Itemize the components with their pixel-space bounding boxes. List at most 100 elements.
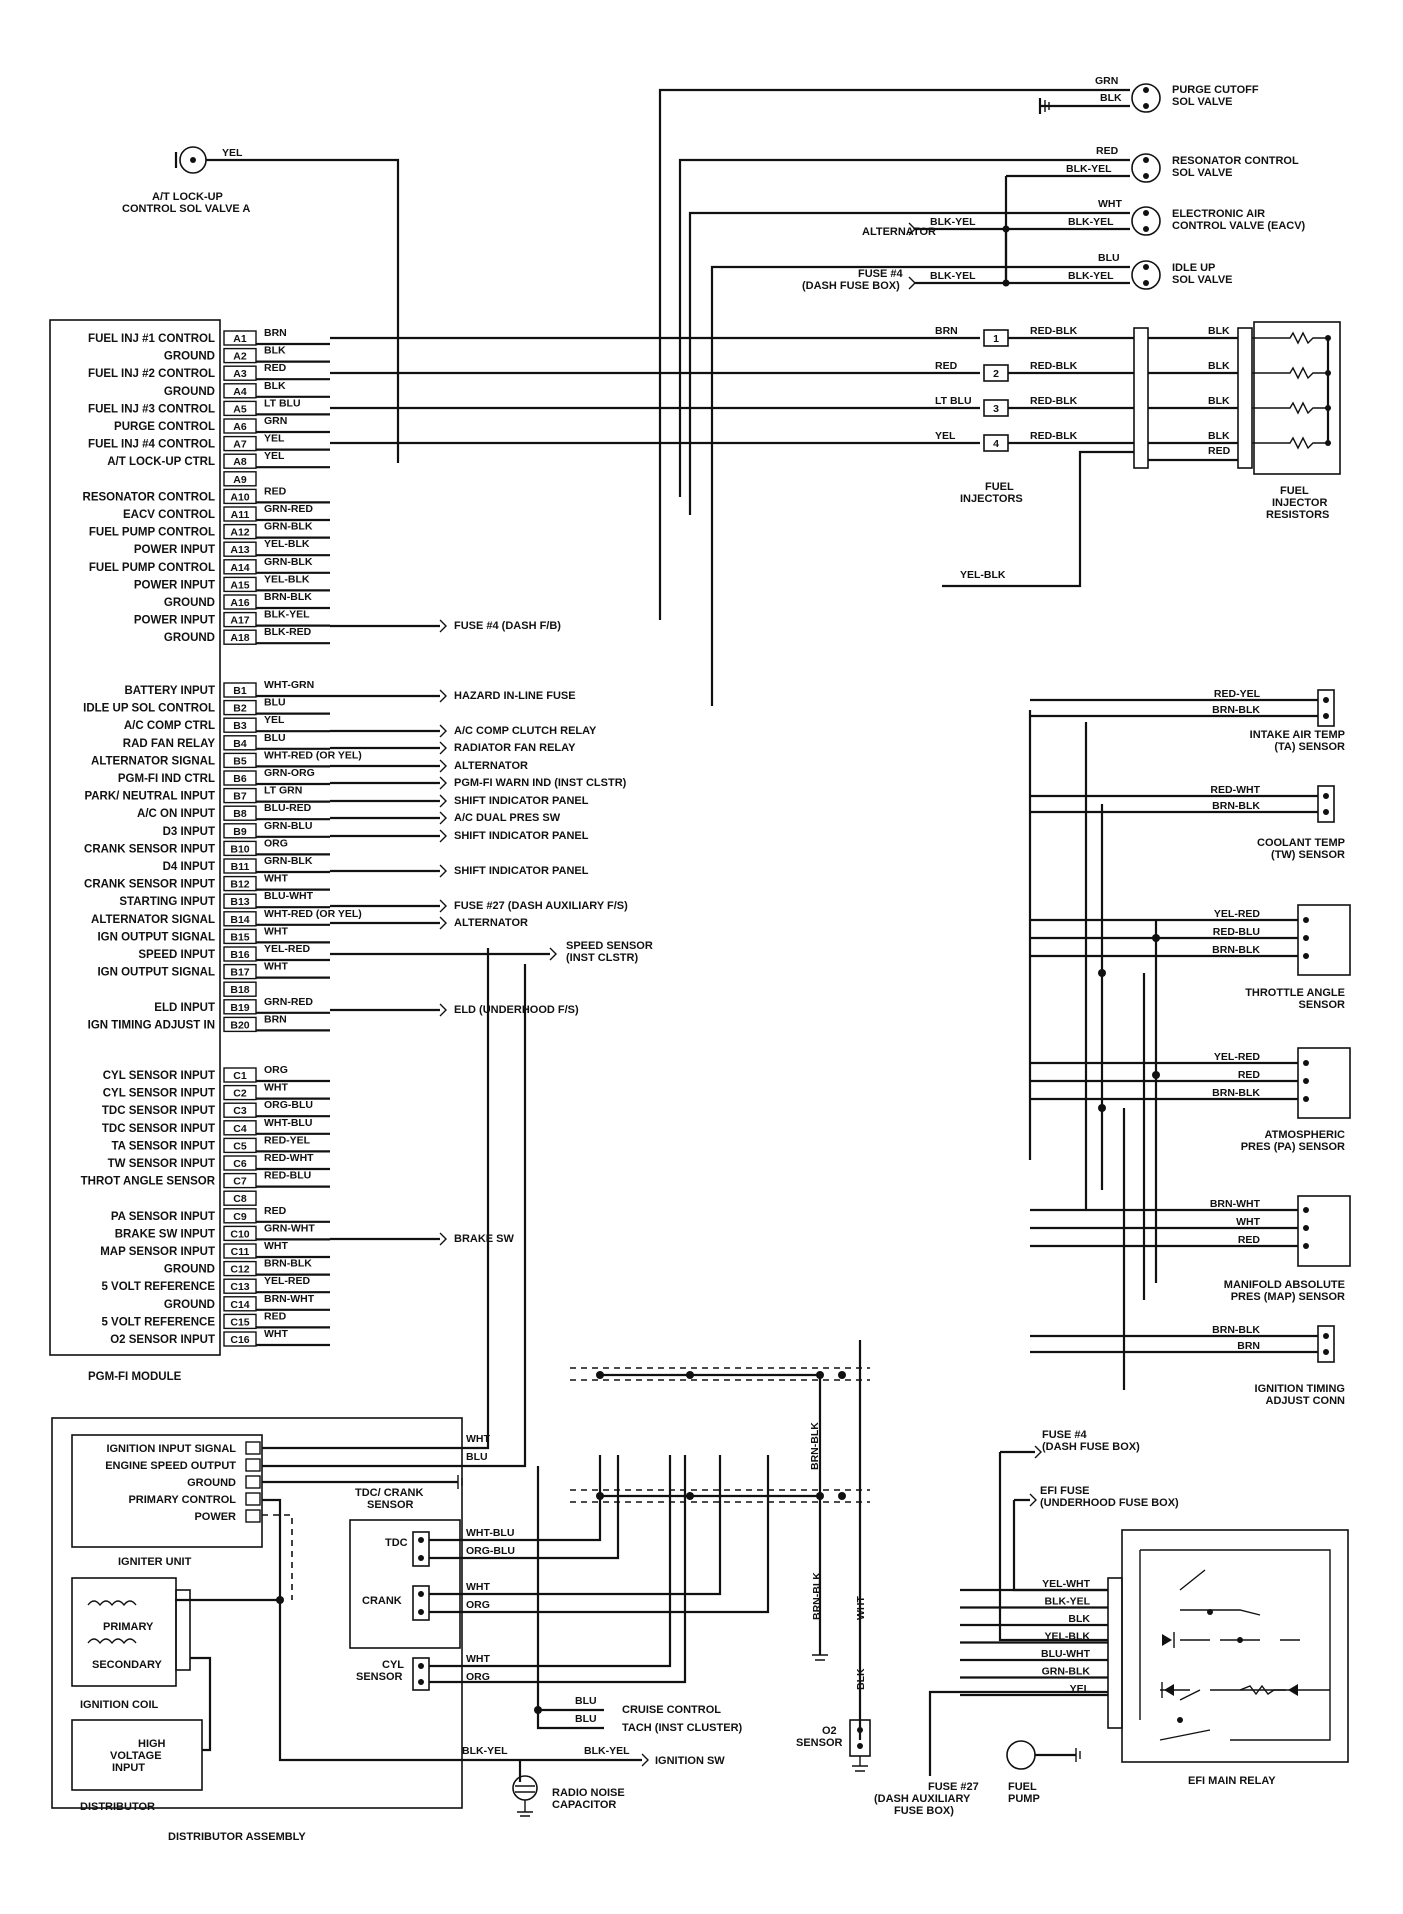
- pin-id: A6: [233, 421, 247, 433]
- svg-text:WHT: WHT: [466, 1653, 490, 1665]
- idle-up-sol-valve: BLU BLK-YEL BLK-YEL FUSE #4 (DASH FUSE B…: [710, 225, 1233, 706]
- pin-box: [223, 699, 257, 716]
- pin-box: [223, 1331, 257, 1347]
- wire-color-label: BLK: [1208, 360, 1230, 372]
- connector-arrow-icon: [439, 689, 447, 703]
- pin-box: [223, 523, 257, 540]
- wire-color-label: RED-YEL: [264, 1134, 311, 1146]
- wire-color-label: BLU: [264, 697, 286, 709]
- pin-id: B12: [230, 879, 249, 891]
- pin-box: [223, 1313, 257, 1330]
- pin-box: [223, 875, 257, 892]
- pin-label: D3 INPUT: [163, 826, 215, 838]
- pin-id: B2: [233, 703, 247, 715]
- svg-text:(UNDERHOOD FUSE BOX): (UNDERHOOD FUSE BOX): [1040, 1497, 1179, 1509]
- wire-color-label: GRN-BLK: [264, 521, 313, 533]
- pin-label: FUEL PUMP CONTROL: [89, 527, 215, 539]
- wire-color-label: RED: [264, 485, 287, 497]
- pin-id: B15: [230, 931, 249, 943]
- pin-id: C14: [230, 1299, 249, 1311]
- wire-color-label: WHT: [1236, 1216, 1260, 1228]
- pin-label: POWER INPUT: [134, 579, 215, 591]
- connector-arrow-icon: [439, 741, 447, 755]
- pin-label: GROUND: [164, 632, 215, 644]
- pin-box: [223, 858, 257, 874]
- pin-label: BATTERY INPUT: [124, 685, 215, 697]
- pin-label: GROUND: [164, 351, 215, 363]
- pin-box: [223, 1190, 257, 1206]
- wire-color-label: BLU-WHT: [1041, 1648, 1091, 1660]
- wire-color-label: YEL: [1070, 1683, 1091, 1695]
- pin-id: A14: [230, 562, 249, 574]
- pin-dot: [1323, 1333, 1329, 1339]
- svg-text:SENSOR: SENSOR: [367, 1499, 414, 1511]
- wire-color-label: RED-BLK: [1030, 395, 1078, 407]
- svg-text:BLU: BLU: [466, 1451, 488, 1463]
- svg-text:YEL-BLK: YEL-BLK: [960, 569, 1006, 581]
- pin-box: [223, 1016, 257, 1033]
- svg-text:ORG: ORG: [466, 1671, 490, 1683]
- pin-id: C13: [230, 1281, 249, 1293]
- pin-box: [223, 383, 257, 399]
- wire-color-label: YEL: [935, 430, 956, 442]
- pin-box: [223, 840, 257, 857]
- pin-id: B6: [233, 773, 247, 785]
- pin-box: [223, 805, 257, 821]
- svg-text:(DASH FUSE BOX): (DASH FUSE BOX): [1042, 1441, 1140, 1453]
- wire-color-label: GRN-WHT: [264, 1222, 315, 1234]
- wire-color-label: YEL-BLK: [264, 538, 310, 550]
- connector-arrow-icon: [549, 947, 557, 961]
- pin-id: C12: [230, 1264, 249, 1276]
- svg-text:ORG: ORG: [466, 1599, 490, 1611]
- wire-color-label: BLK-RED: [264, 626, 312, 638]
- wire-color-label: RED: [1238, 1234, 1261, 1246]
- pin-dot: [1303, 1225, 1309, 1231]
- pin-label: RAD FAN RELAY: [123, 738, 216, 750]
- pin-label: A/C COMP CTRL: [124, 720, 215, 732]
- wire-color-label: RED: [1238, 1069, 1261, 1081]
- wire-color-label: GRN-BLK: [1042, 1666, 1091, 1678]
- pin-id: B17: [230, 967, 249, 979]
- connector-arrow-icon: [439, 829, 447, 843]
- svg-text:RESONATOR CONTROL: RESONATOR CONTROL: [1172, 155, 1299, 167]
- pin-id: B7: [233, 791, 247, 803]
- pin-box: [223, 682, 257, 698]
- svg-text:FUSE BOX): FUSE BOX): [894, 1805, 954, 1817]
- svg-text:YEL: YEL: [222, 147, 243, 159]
- connector-arrow-icon: [439, 619, 447, 633]
- pin-id: C3: [233, 1105, 247, 1117]
- wire-color-label: BLK: [1208, 325, 1230, 337]
- pin-label: MAP SENSOR INPUT: [100, 1246, 215, 1258]
- fuel-pump-icon: [1006, 1740, 1036, 1770]
- sensor-box: [1297, 1195, 1351, 1267]
- pin-dot: [1323, 809, 1329, 815]
- destination-label: PGM-FI WARN IND (INST CLSTR): [454, 777, 627, 789]
- igniter-pin-label: GROUND: [187, 1477, 236, 1489]
- pin-id: A13: [230, 544, 249, 556]
- wire-color-label: YEL: [264, 433, 285, 445]
- sensor-box: [1317, 785, 1335, 823]
- pin-box: [223, 928, 257, 945]
- pin-id: B9: [233, 826, 247, 838]
- wire-color-label: GRN-BLK: [264, 855, 313, 867]
- svg-text:DISTRIBUTOR: DISTRIBUTOR: [80, 1801, 155, 1813]
- wire-color-label: BRN-BLK: [1212, 944, 1260, 956]
- pin-dot: [1303, 1207, 1309, 1213]
- pin-label: THROT ANGLE SENSOR: [81, 1176, 216, 1188]
- pin-destinations: FUSE #4 (DASH F/B)HAZARD IN-LINE FUSEA/C…: [330, 619, 653, 1246]
- pgm-fi-module-box: [49, 319, 221, 1356]
- pin-id: B1: [233, 685, 247, 697]
- svg-text:SOL VALVE: SOL VALVE: [1172, 96, 1233, 108]
- sensor-name: (TW) SENSOR: [1271, 849, 1345, 861]
- sensor-name: INTAKE AIR TEMP: [1250, 729, 1345, 741]
- svg-text:FUEL: FUEL: [985, 481, 1014, 493]
- pin-id: A16: [230, 597, 249, 609]
- pin-box: [245, 1458, 261, 1472]
- svg-text:(DASH FUSE BOX): (DASH FUSE BOX): [802, 280, 900, 292]
- svg-text:RED: RED: [1096, 145, 1119, 157]
- pin-id: C16: [230, 1334, 249, 1346]
- pin-label: TW SENSOR INPUT: [108, 1158, 215, 1170]
